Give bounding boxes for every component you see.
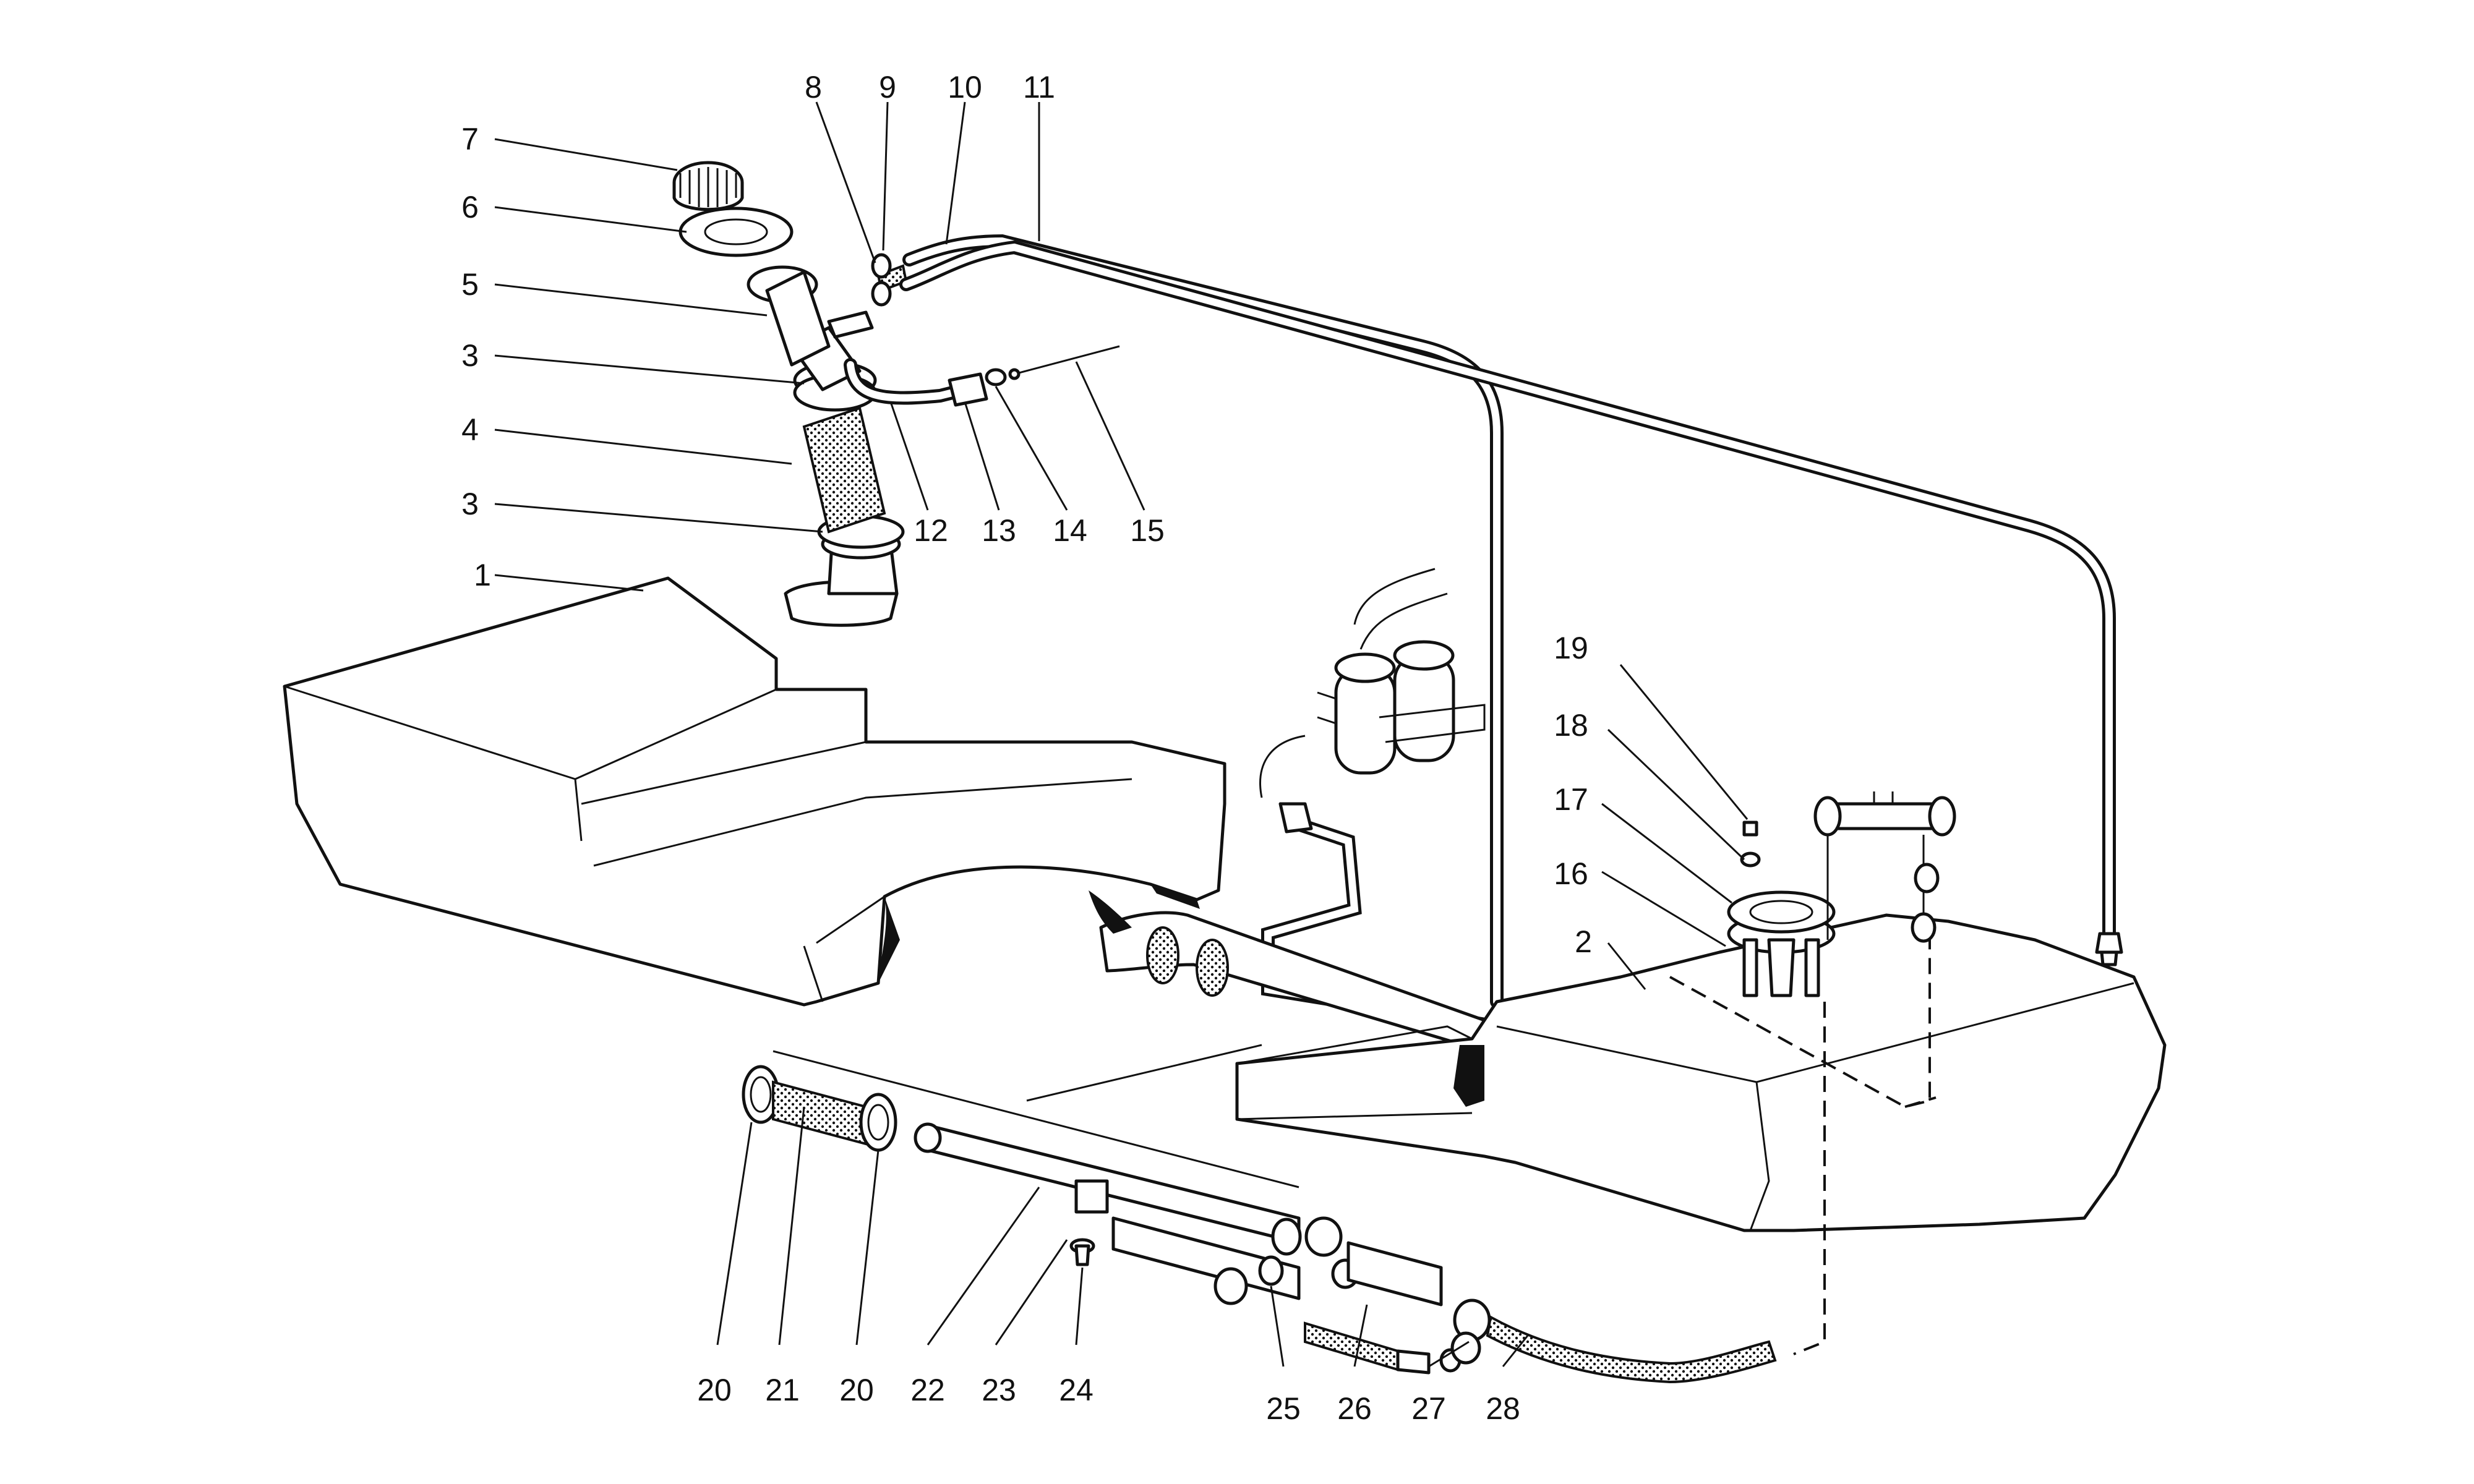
callout-5: 5 [461,267,479,302]
callout-13: 13 [982,513,1016,548]
leader-lines [494,101,1748,1368]
callout-12: 12 [914,513,948,548]
callout-17: 17 [1554,782,1588,817]
callout-labels: 7 6 5 3 4 3 1 8 9 10 11 12 13 14 15 19 1… [461,70,1592,1426]
callout-1: 1 [474,558,491,592]
callout-15: 15 [1130,513,1165,548]
callout-22: 22 [910,1373,945,1407]
callout-7: 7 [461,122,479,156]
callout-20-left: 20 [697,1373,732,1407]
callout-19: 19 [1554,631,1588,665]
callout-23: 23 [982,1373,1016,1407]
callout-4: 4 [461,412,479,447]
callout-18: 18 [1554,708,1588,743]
left-hose-clamps [742,1065,897,1152]
vent-pipe-bracket [844,345,1120,407]
fuel-pumps [1259,568,1504,1033]
vent-hoses [871,234,2123,1009]
callout-28: 28 [1486,1391,1520,1426]
balance-pipe [773,890,1491,1375]
callout-14: 14 [1053,513,1087,548]
callout-6: 6 [461,190,479,224]
callout-9: 9 [879,70,896,104]
callout-10: 10 [948,70,982,104]
callout-8: 8 [805,70,822,104]
callout-27: 27 [1411,1391,1446,1426]
callout-11: 11 [1023,70,1055,104]
left-fuel-tank [283,576,1226,1007]
callout-20-right: 20 [839,1373,874,1407]
callout-3-lower: 3 [461,487,479,521]
callout-24: 24 [1059,1373,1094,1407]
filler-neck-assembly [672,161,905,595]
callout-21: 21 [765,1373,800,1407]
callout-25: 25 [1266,1391,1301,1426]
right-fuel-tank [1235,791,2167,1355]
callout-3-upper: 3 [461,338,479,373]
return-hose [1486,1315,1777,1384]
callout-2: 2 [1575,924,1592,959]
callout-26: 26 [1337,1391,1372,1426]
callout-16: 16 [1554,856,1588,891]
